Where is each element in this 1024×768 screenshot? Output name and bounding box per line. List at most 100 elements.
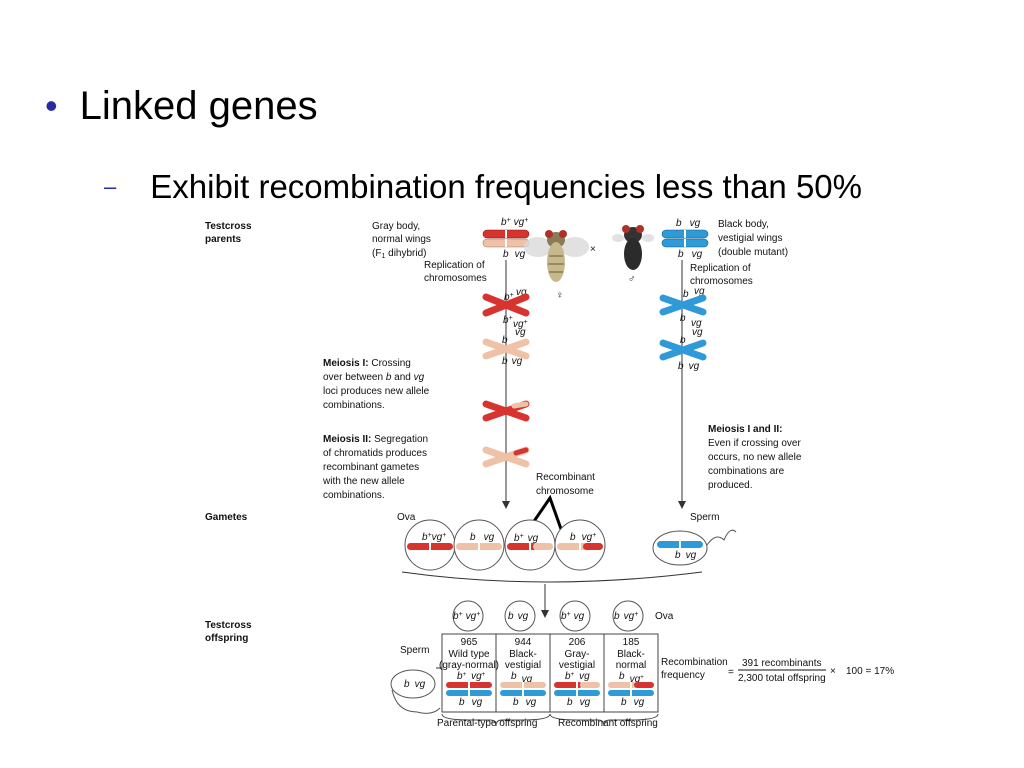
label-testcross-offspring-1: Testcross (205, 620, 252, 631)
label-gametes: Gametes (205, 512, 248, 523)
dash-marker: – (104, 173, 117, 199)
svg-text:bvg+: bvg+ (614, 611, 638, 622)
offspring-phenotype: normal (616, 660, 647, 671)
svg-text:b+vg: b+vg (514, 533, 539, 544)
meiosis1-line3: loci produces new allele (323, 386, 430, 397)
offspring-phenotype: vestigial (505, 660, 541, 671)
meiosis2-line4: with the new allele (322, 476, 405, 487)
meiosis1-line2: over between b and vg (323, 372, 425, 383)
meiosis-male-line3: combinations are (708, 466, 785, 477)
offspring-ova-label: Ova (655, 611, 674, 622)
ovum-1: b+vg+ (404, 519, 456, 571)
parental-type-label: Parental-type offspring (437, 718, 537, 729)
offspring-phenotype: Gray- (565, 649, 590, 660)
black-fly-icon (612, 225, 654, 270)
male-desc-2: vestigial wings (718, 233, 782, 244)
fertilization-bracket (401, 571, 703, 583)
offspring-phenotype: Black- (509, 649, 537, 660)
heading-subtext: Exhibit recombination frequencies less t… (150, 168, 862, 205)
recomb-denominator: 2,300 total offspring (738, 673, 826, 684)
meiosis2-line3: recombinant gametes (323, 462, 419, 473)
offspring-count: 206 (569, 637, 586, 648)
svg-text:vg: vg (694, 286, 705, 297)
ovum-3: b+vg (504, 519, 556, 571)
bullet-heading: • Linked genes (45, 86, 318, 126)
offspring-table (441, 633, 659, 713)
meiosis2-line1: Meiosis II: Segregation (323, 434, 428, 445)
offspring-phenotype: vestigial (559, 660, 595, 671)
svg-text:vg: vg (691, 318, 702, 329)
male-desc-3: (double mutant) (718, 247, 788, 258)
label-testcross-offspring-2: offspring (205, 633, 248, 644)
svg-text:b+vg: b+vg (561, 611, 585, 622)
replication-male-2: chromosomes (690, 276, 753, 287)
cross-symbol: × (590, 244, 596, 255)
meiosis2-line2: of chromatids produces (323, 448, 427, 459)
meiosis2-line5: combinations. (323, 490, 385, 501)
female-chromosome-pink (482, 238, 530, 248)
svg-text:vg: vg (692, 327, 703, 338)
offspring-phenotype: Black- (617, 649, 645, 660)
male-desc-1: Black body, (718, 219, 769, 230)
heading-linked-genes: Linked genes (79, 84, 318, 128)
svg-text:b+vg+: b+vg+ (453, 611, 480, 622)
male-chromosome-bottom (661, 238, 709, 248)
svg-text:bvg: bvg (470, 532, 495, 543)
female-desc-1: Gray body, (372, 221, 420, 232)
svg-text:b: b (680, 313, 686, 324)
meiosis1-line4: combinations. (323, 400, 385, 411)
label-testcross-parents-1: Testcross (205, 221, 252, 232)
recomb-result: 100 = 17% (846, 666, 894, 677)
crossover-chromosome (482, 400, 530, 422)
recomb-freq-equals: = (728, 667, 734, 678)
recombinant-chromosome-1: Recombinant (536, 472, 595, 483)
parental-brace (441, 713, 551, 727)
svg-text:b+vg+: b+vg+ (422, 532, 446, 543)
meiosis1-line1: Meiosis I: Crossing (323, 358, 411, 369)
svg-text:vg: vg (515, 327, 526, 338)
replication-male-1: Replication of (690, 263, 751, 274)
svg-text:bvg: bvg (502, 356, 523, 367)
female-desc-2: normal wings (372, 234, 431, 245)
recomb-times: × (830, 666, 836, 677)
recomb-freq-label-1: Recombination (661, 657, 728, 668)
meiosis-male-title: Meiosis I and II: (708, 424, 782, 435)
svg-text:b: b (502, 335, 508, 346)
svg-text:b+: b+ (503, 315, 513, 326)
replication-female-1: Replication of (424, 260, 485, 271)
svg-text:bvg: bvg (508, 611, 529, 622)
female-top-allele: b+vg+ (501, 217, 528, 228)
offspring-phenotype: Wild type (448, 649, 490, 660)
sub-bullet: – Exhibit recombination frequencies less… (104, 170, 862, 203)
svg-text:bvg: bvg (678, 361, 700, 372)
male-symbol: ♂ (628, 274, 636, 285)
replication-female-2: chromosomes (424, 273, 487, 284)
meiosis-male-line4: produced. (708, 480, 752, 491)
svg-text:b+: b+ (504, 292, 514, 303)
svg-text:bvg: bvg (404, 679, 426, 690)
offspring-count: 185 (623, 637, 640, 648)
recomb-numerator: 391 recombinants (742, 658, 822, 669)
svg-text:vg+: vg+ (513, 319, 528, 330)
offspring-count: 965 (461, 637, 478, 648)
female-desc-3: (F1 dihybrid) (372, 248, 427, 260)
male-chromosome-top (661, 229, 709, 239)
female-chromosome-red (482, 229, 530, 239)
